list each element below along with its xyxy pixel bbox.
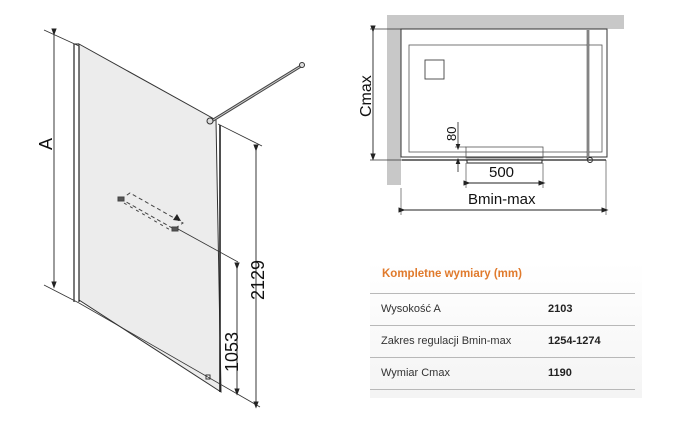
row-value: 1190 xyxy=(548,367,572,379)
table-divider xyxy=(370,389,635,390)
label-shelf-offset: 80 xyxy=(444,126,459,141)
table-row: Zakres regulacji Bmin-max 1254-1274 xyxy=(370,325,635,356)
table-row: Wymiar Cmax 1190 xyxy=(370,357,635,388)
row-label: Zakres regulacji Bmin-max xyxy=(381,335,512,347)
top-view-plan xyxy=(370,15,624,215)
label-dim-1053: 1053 xyxy=(222,331,242,372)
label-cmax: Cmax xyxy=(358,75,375,117)
stabilizer-bar xyxy=(206,62,305,125)
dimensions-table: Kompletne wymiary (mm) Wysokość A 2103 Z… xyxy=(370,262,642,398)
label-dim-2129: 2129 xyxy=(248,259,268,300)
label-shelf-width: 500 xyxy=(489,164,515,181)
table-row: Wysokość A 2103 xyxy=(370,293,635,324)
row-label: Wymiar Cmax xyxy=(381,367,450,379)
table-title: Kompletne wymiary (mm) xyxy=(382,268,522,280)
label-width-bmin-max: Bmin-max xyxy=(468,191,536,208)
row-value: 1254-1274 xyxy=(548,335,601,347)
shelf-icon xyxy=(117,192,184,232)
row-value: 2103 xyxy=(548,303,573,315)
glass-panel-isometric xyxy=(43,28,305,409)
row-label: Wysokość A xyxy=(381,303,441,315)
label-height-A: A xyxy=(36,137,56,150)
